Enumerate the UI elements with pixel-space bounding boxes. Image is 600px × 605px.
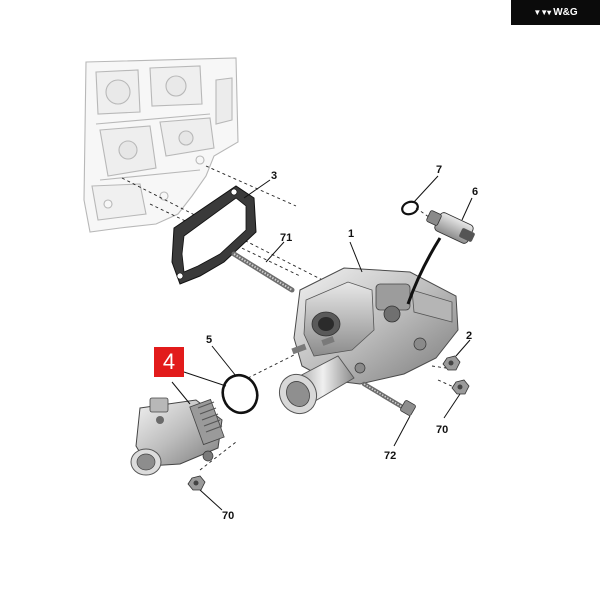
- stud: [231, 251, 295, 293]
- highlighted-part-label: 4: [154, 347, 184, 377]
- callout-5: 5: [206, 334, 213, 346]
- callout-70-right: 70: [436, 424, 449, 436]
- callout-1: 1: [348, 228, 355, 240]
- callout-72: 72: [384, 450, 397, 462]
- callout-3: 3: [271, 170, 278, 182]
- brand-badge: ▼▼▾ W&G: [511, 0, 600, 25]
- nut-part-70-left: [187, 475, 206, 491]
- nut-part-2: [442, 355, 461, 371]
- thermostat: [130, 397, 225, 476]
- bolt: [361, 381, 416, 416]
- nut-part-70-right: [451, 379, 470, 395]
- callout-6: 6: [472, 186, 479, 198]
- callout-70-left: 70: [222, 510, 235, 522]
- callout-7: 7: [436, 164, 443, 176]
- callout-2: 2: [466, 330, 473, 342]
- wings-logo-icon: ▼▼▾: [533, 8, 551, 17]
- thermostat-o-ring: [221, 373, 259, 415]
- gasket: [171, 185, 257, 285]
- outlet-pipe: [278, 355, 355, 415]
- leader-lines: [171, 175, 473, 511]
- callout-71: 71: [280, 232, 293, 244]
- temperature-sensor: [406, 210, 475, 305]
- thermostat-housing: [291, 267, 459, 385]
- engine-block: [83, 57, 239, 233]
- brand-text: W&G: [553, 7, 578, 18]
- sensor-o-ring: [401, 200, 419, 216]
